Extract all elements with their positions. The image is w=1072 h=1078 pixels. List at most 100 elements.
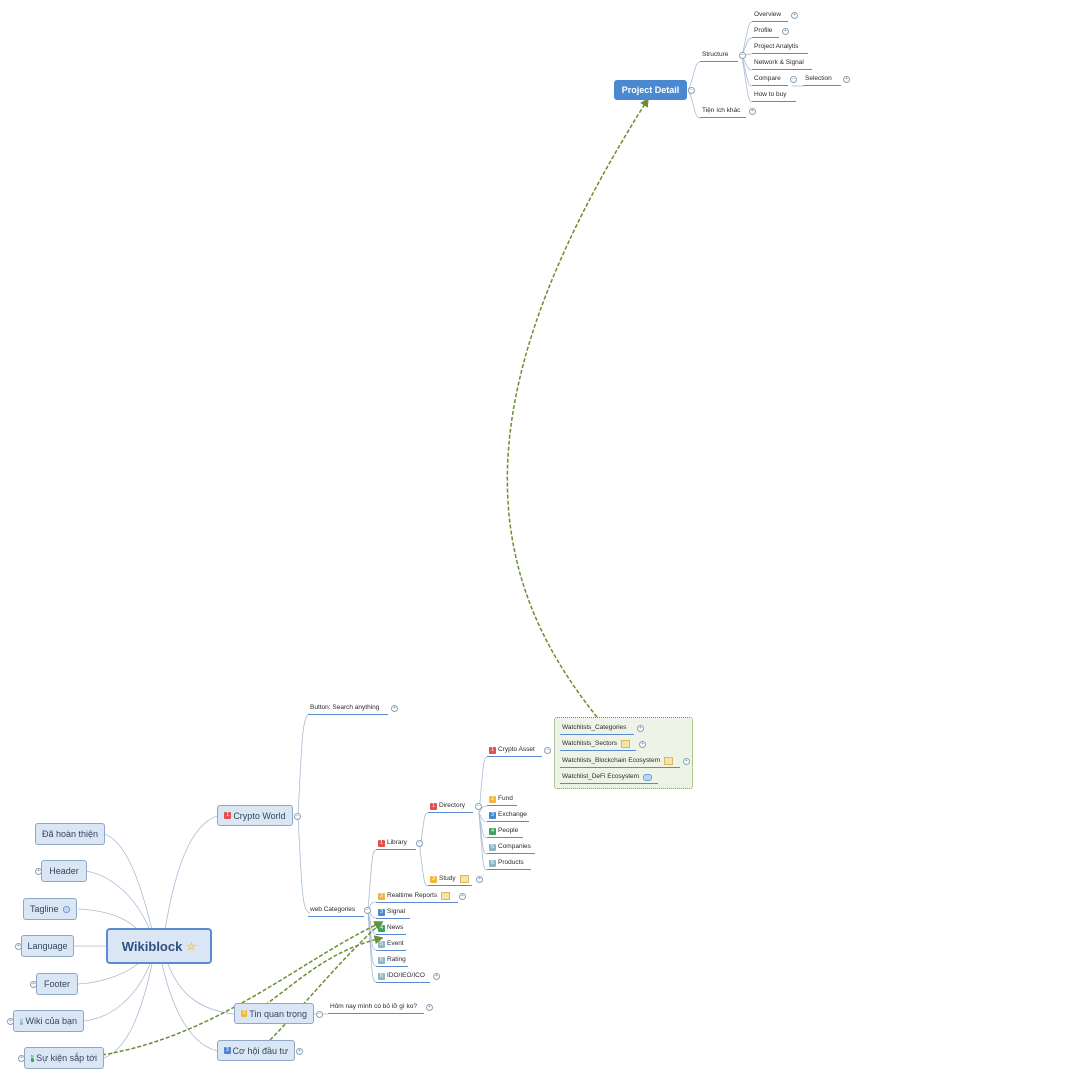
connector bbox=[478, 812, 488, 823]
root-topic[interactable]: Wikiblock ☆ bbox=[106, 928, 212, 964]
connector bbox=[367, 849, 377, 911]
expand-icon[interactable]: + bbox=[791, 12, 798, 19]
collapse-icon[interactable]: − bbox=[475, 803, 482, 810]
connector bbox=[478, 812, 488, 855]
priority-badge: 2 bbox=[241, 1010, 248, 1017]
category-signal[interactable]: 3 Signal bbox=[376, 908, 410, 919]
relationship-arrow bbox=[506, 97, 649, 718]
structure-project-analytis[interactable]: Project Analytis bbox=[752, 43, 808, 54]
category-realtime-reports[interactable]: 2 Realtime Reports bbox=[376, 892, 458, 903]
left-topic-tagline[interactable]: Tagline bbox=[23, 898, 77, 920]
expand-icon[interactable]: + bbox=[782, 28, 789, 35]
connector bbox=[367, 909, 377, 935]
connector bbox=[161, 963, 218, 1052]
watchlist-categories[interactable]: Watchlists_Categories bbox=[560, 724, 634, 735]
connector bbox=[297, 815, 311, 914]
expand-icon[interactable]: + bbox=[7, 1018, 14, 1025]
connector bbox=[164, 815, 218, 931]
subtopic-button-search[interactable]: Button: Search anything bbox=[308, 704, 388, 715]
expand-icon[interactable]: + bbox=[296, 1048, 303, 1055]
collapse-icon[interactable]: − bbox=[294, 813, 301, 820]
subtopic-hom-nay[interactable]: Hôm nay mình có bỏ lỡ gì ko? bbox=[328, 1003, 424, 1014]
expand-icon[interactable]: + bbox=[749, 108, 756, 115]
directory-products[interactable]: 6 Products bbox=[487, 859, 531, 870]
structure-network-signal[interactable]: Network & Signal bbox=[752, 59, 812, 70]
expand-icon[interactable]: + bbox=[433, 973, 440, 980]
connector bbox=[741, 55, 753, 103]
priority-badge: 5 bbox=[489, 843, 496, 851]
category-rating[interactable]: 6 Rating bbox=[376, 956, 408, 967]
project-detail-topic[interactable]: Project Detail bbox=[614, 80, 687, 100]
collapse-icon[interactable]: − bbox=[544, 747, 551, 754]
expand-icon[interactable]: + bbox=[639, 741, 646, 748]
note-icon bbox=[621, 740, 631, 748]
note-icon bbox=[664, 757, 674, 765]
left-topic-header[interactable]: Header bbox=[41, 860, 87, 882]
directory-fund[interactable]: 2 Fund bbox=[487, 795, 517, 806]
watchlist-sectors[interactable]: Watchlists_Sectors bbox=[560, 740, 636, 751]
left-topic-su-kien-sap-toi[interactable]: 4 Sự kiện sắp tới bbox=[24, 1047, 104, 1069]
watchlist-blockchain-ecosystem[interactable]: Watchlists_Blockchain Ecosystem bbox=[560, 757, 680, 768]
directory-exchange[interactable]: 3 Exchange bbox=[487, 811, 529, 822]
expand-icon[interactable]: + bbox=[35, 868, 42, 875]
structure-overview[interactable]: Overview bbox=[752, 11, 788, 22]
connector bbox=[297, 713, 311, 817]
expand-icon[interactable]: + bbox=[459, 893, 466, 900]
priority-badge: 1 bbox=[224, 812, 232, 819]
relationship-arrow bbox=[264, 935, 384, 1006]
priority-badge: 1 bbox=[378, 839, 385, 847]
priority-badge: 2 bbox=[430, 875, 437, 883]
library-study[interactable]: 2 Study bbox=[428, 875, 472, 886]
collapse-icon[interactable]: − bbox=[688, 87, 695, 94]
library-directory[interactable]: 1 Directory bbox=[428, 802, 473, 813]
connector bbox=[367, 909, 377, 983]
connector bbox=[687, 89, 701, 119]
expand-icon[interactable]: + bbox=[30, 981, 37, 988]
comment-icon bbox=[62, 905, 70, 913]
connector bbox=[367, 909, 377, 951]
subtopic-tien-ich-khac[interactable]: Tiện ích khác bbox=[700, 107, 746, 118]
connector bbox=[103, 833, 153, 931]
expand-icon[interactable]: + bbox=[843, 76, 850, 83]
expand-icon[interactable]: + bbox=[426, 1004, 433, 1011]
compare-selection[interactable]: Selection bbox=[803, 75, 841, 86]
topic-crypto-world[interactable]: 1 Crypto World bbox=[217, 805, 293, 826]
subtopic-structure[interactable]: Structure bbox=[700, 51, 738, 62]
category-news[interactable]: 4 News bbox=[376, 924, 406, 935]
collapse-icon[interactable]: − bbox=[739, 52, 746, 59]
directory-crypto-asset[interactable]: 1 Crypto Asset bbox=[487, 746, 542, 757]
watchlist-defi-ecosystem[interactable]: Watchlist_DeFi Ecosystem bbox=[560, 773, 658, 784]
directory-people[interactable]: 4 People bbox=[487, 827, 523, 838]
left-topic-da-hoan-thien[interactable]: Đã hoàn thiện bbox=[35, 823, 105, 845]
subtopic-web-categories[interactable]: web Categories bbox=[308, 906, 364, 917]
priority-badge: 1 bbox=[489, 746, 496, 754]
category-library[interactable]: 1 Library bbox=[376, 839, 416, 850]
collapse-icon[interactable]: − bbox=[364, 907, 371, 914]
collapse-icon[interactable]: − bbox=[790, 76, 797, 83]
priority-badge: 6 bbox=[378, 972, 385, 980]
left-topic-language[interactable]: Language bbox=[21, 935, 74, 957]
left-topic-footer[interactable]: Footer bbox=[36, 973, 78, 995]
connector bbox=[741, 21, 753, 57]
expand-icon[interactable]: + bbox=[476, 876, 483, 883]
collapse-icon[interactable]: − bbox=[316, 1011, 323, 1018]
structure-how-to-buy[interactable]: How to buy bbox=[752, 91, 796, 102]
left-topic-wiki-cua-ban[interactable]: 5 Wiki của bạn bbox=[13, 1010, 84, 1032]
topic-co-hoi-dau-tu[interactable]: 3 Cơ hội đầu tư bbox=[217, 1040, 295, 1061]
category-ido-ieo-ico[interactable]: 6 IDO/IEO/ICO bbox=[376, 972, 430, 983]
directory-companies[interactable]: 5 Companies bbox=[487, 843, 535, 854]
connector bbox=[103, 963, 153, 1059]
expand-icon[interactable]: + bbox=[391, 705, 398, 712]
expand-icon[interactable]: + bbox=[683, 758, 690, 765]
priority-badge: 3 bbox=[224, 1047, 231, 1054]
expand-icon[interactable]: + bbox=[637, 725, 644, 732]
structure-profile[interactable]: Profile bbox=[752, 27, 779, 38]
category-event[interactable]: 5 Event bbox=[376, 940, 406, 951]
expand-icon[interactable]: + bbox=[18, 1055, 25, 1062]
expand-icon[interactable]: + bbox=[15, 943, 22, 950]
structure-compare[interactable]: Compare bbox=[752, 75, 788, 86]
priority-badge: 1 bbox=[430, 802, 437, 810]
collapse-icon[interactable]: − bbox=[416, 840, 423, 847]
comment-icon bbox=[643, 773, 653, 781]
topic-tin-quan-trong[interactable]: 2 Tin quan trọng bbox=[234, 1003, 314, 1024]
